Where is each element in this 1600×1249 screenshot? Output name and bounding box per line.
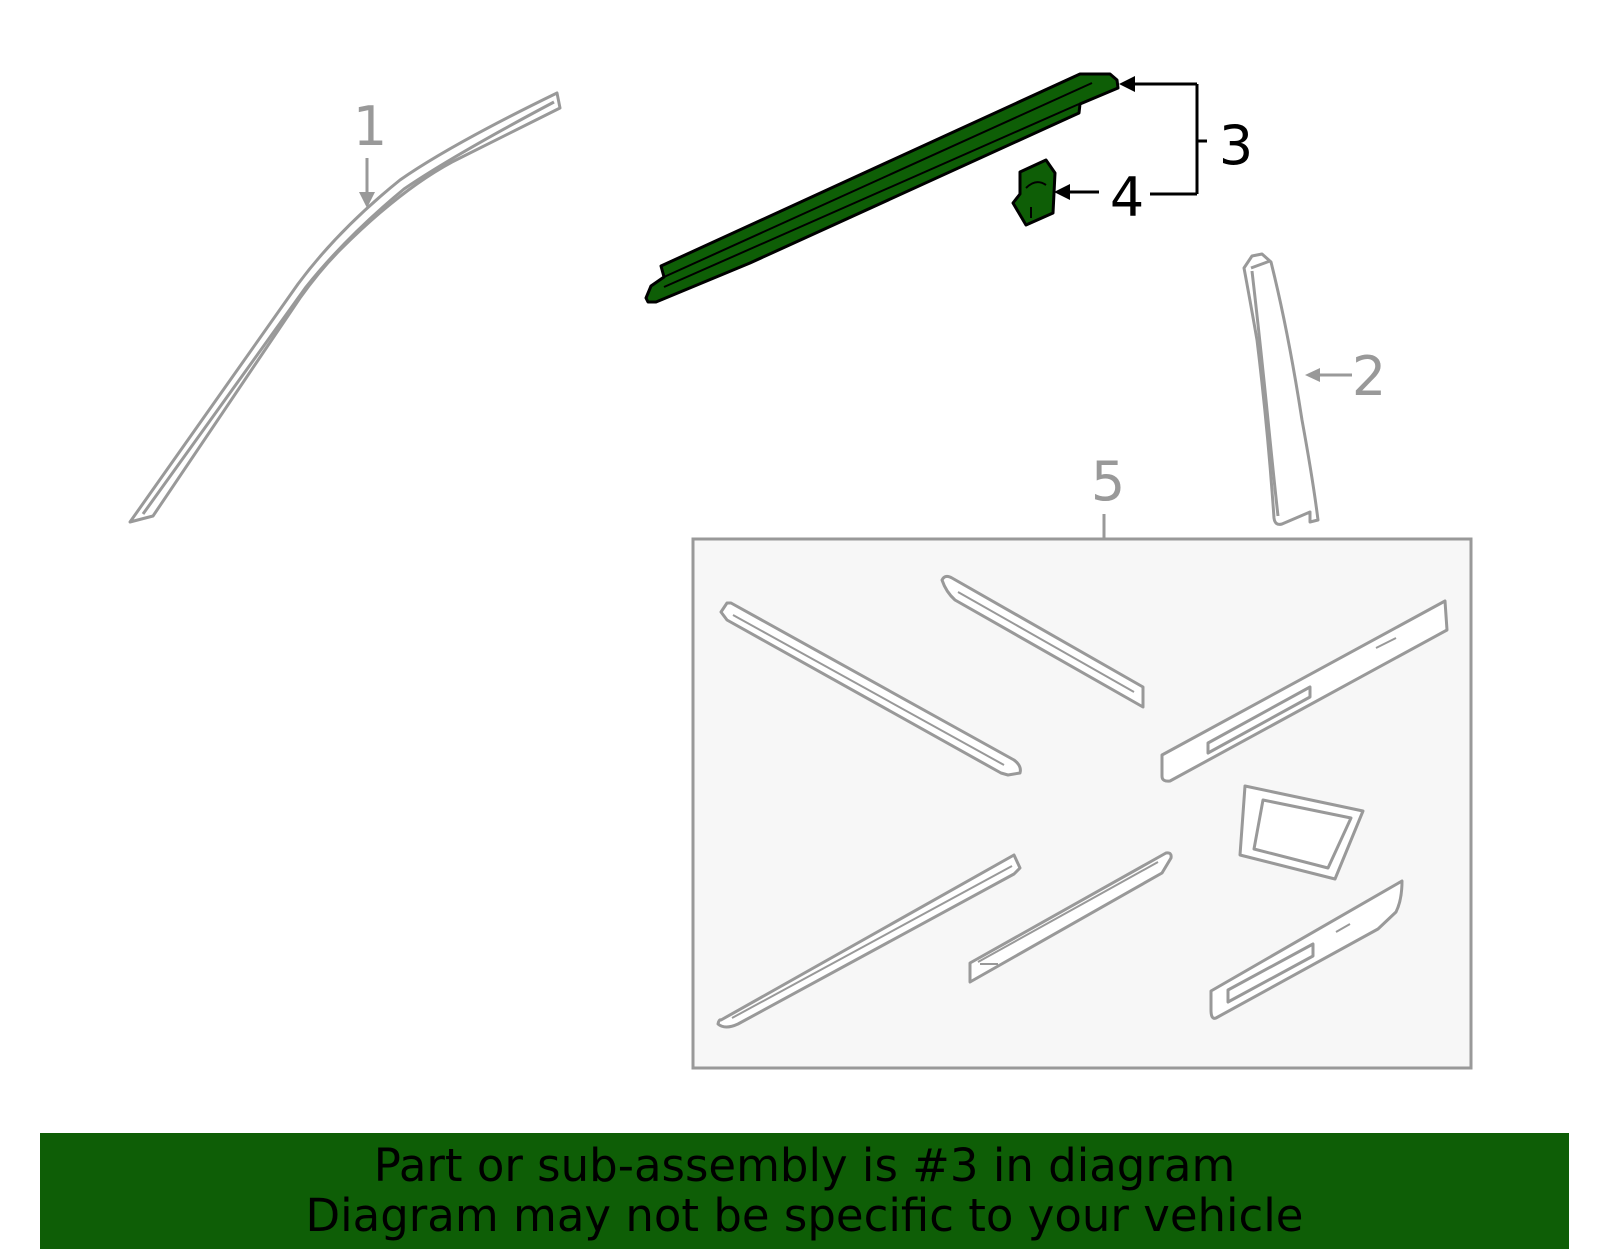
callout-1: 1 [353,95,387,158]
part-1-molding [128,91,562,524]
callout-4-arrowhead [1054,184,1070,200]
banner-line-1: Part or sub-assembly is #3 in diagram [373,1139,1236,1192]
callout-2: 2 [1352,345,1386,408]
callout-5: 5 [1091,450,1125,513]
part-5-kit-contents [716,574,1449,1029]
info-banner: Part or sub-assembly is #3 in diagram Di… [40,1133,1569,1249]
callout-1-arrow [359,158,375,208]
part-5-kit-panel [691,537,1473,1070]
callout-4: 4 [1110,166,1144,229]
callout-3-arrowhead [1119,76,1135,92]
banner-line-2: Diagram may not be specific to your vehi… [305,1189,1304,1242]
callout-2-arrow [1305,368,1352,382]
part-3-belt-molding [644,72,1120,304]
part-4-clip [1011,158,1057,227]
part-2-pillar-molding [1242,252,1320,526]
callout-3: 3 [1219,114,1253,177]
